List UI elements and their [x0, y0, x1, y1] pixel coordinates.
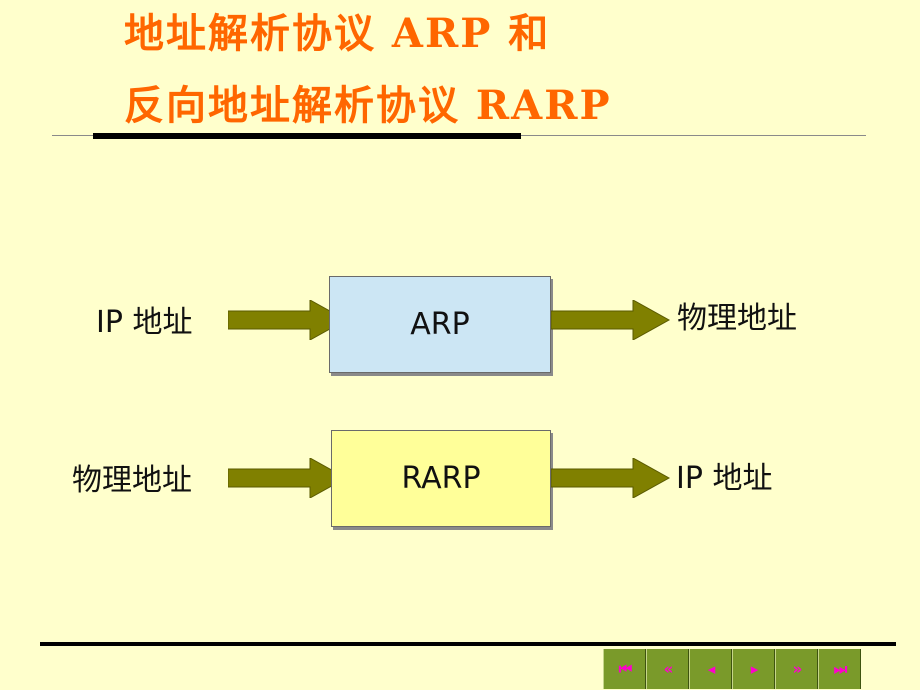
- nav-last-button[interactable]: ⏭: [818, 649, 861, 689]
- slide-navigation: ⏮ « ◂ ▸ » ⏭: [603, 649, 861, 689]
- arp-box: ARP: [329, 276, 551, 373]
- rarp-box: RARP: [331, 430, 551, 527]
- skip-to-first-icon: ⏮: [618, 660, 632, 678]
- row1-output-arrow: [551, 300, 671, 340]
- row2-input-arrow: [228, 458, 348, 498]
- nav-next-button[interactable]: ▸: [732, 649, 775, 689]
- row2-output-label: IP 地址: [676, 461, 773, 496]
- slide-title-line-2: 反向地址解析协议 RARP: [124, 82, 612, 129]
- skip-to-last-icon: ⏭: [833, 660, 847, 678]
- footer-divider: [40, 642, 896, 646]
- rarp-box-label: RARP: [401, 461, 481, 496]
- slide-title-line-1: 地址解析协议 ARP 和: [124, 10, 551, 57]
- next-icon: ▸: [750, 660, 758, 678]
- row2-input-label: 物理地址: [72, 463, 192, 498]
- previous-icon: ◂: [707, 660, 715, 678]
- fast-forward-icon: »: [792, 660, 803, 678]
- nav-previous-button[interactable]: ◂: [689, 649, 732, 689]
- row1-output-label: 物理地址: [677, 301, 797, 336]
- row1-input-arrow: [228, 300, 348, 340]
- nav-rewind-button[interactable]: «: [646, 649, 689, 689]
- nav-fast-forward-button[interactable]: »: [775, 649, 818, 689]
- rewind-icon: «: [663, 660, 674, 678]
- arp-box-label: ARP: [410, 307, 470, 342]
- nav-first-button[interactable]: ⏮: [603, 649, 646, 689]
- row2-output-arrow: [551, 458, 671, 498]
- row1-input-label: IP 地址: [96, 305, 193, 340]
- title-divider-thick: [93, 133, 521, 139]
